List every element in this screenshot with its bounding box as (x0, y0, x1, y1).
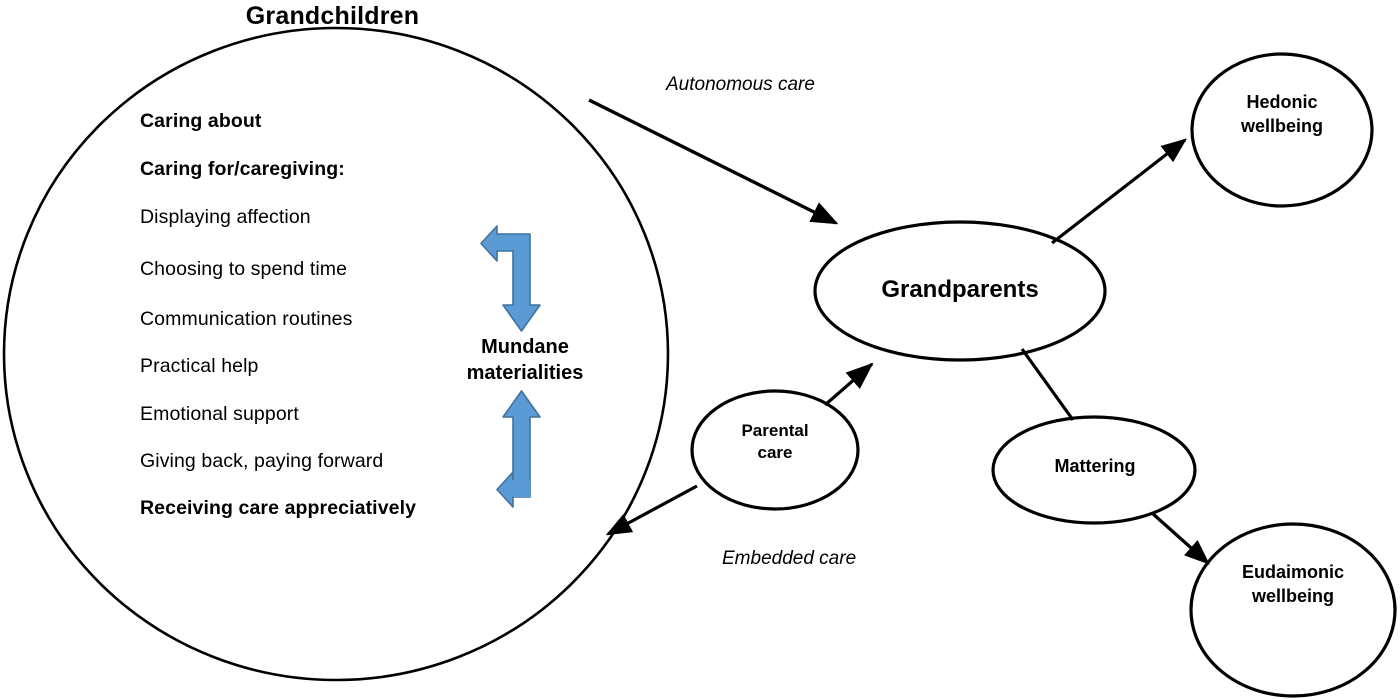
parental-care-ellipse (690, 389, 860, 511)
edge-embedded-care (605, 484, 698, 536)
list-item: Practical help (140, 355, 259, 377)
grandparents-ellipse (813, 220, 1107, 362)
autonomous-care-edge-label: Autonomous care (666, 74, 815, 95)
edge-grandparents-to-hedonic (1051, 138, 1188, 245)
list-item: Communication routines (140, 308, 353, 330)
grandchildren-circle (2, 26, 670, 682)
list-item: Caring for/caregiving: (140, 158, 345, 180)
bent-arrow-up-left-icon-stem (513, 480, 530, 497)
list-item: Receiving care appreciatively (140, 497, 417, 519)
eudaimonic-wellbeing-ellipse (1189, 522, 1397, 698)
edge-parental-to-grandparents (823, 362, 874, 407)
edge-grandparents-to-mattering (1020, 348, 1075, 421)
edge-mattering-to-eudaimonic (1150, 511, 1210, 565)
list-item: Giving back, paying forward (140, 450, 384, 472)
list-item: Displaying affection (140, 206, 311, 228)
bent-arrow-down-left-icon (480, 225, 541, 332)
bent-arrow-up-left-icon (496, 390, 541, 508)
list-item: Emotional support (140, 403, 299, 425)
embedded-care-edge-label: Embedded care (722, 548, 857, 569)
list-item: Choosing to spend time (140, 258, 348, 280)
mattering-ellipse (991, 415, 1197, 525)
list-item: Caring about (140, 110, 262, 132)
hedonic-wellbeing-ellipse (1190, 52, 1374, 208)
edge-autonomous-care (588, 98, 839, 225)
